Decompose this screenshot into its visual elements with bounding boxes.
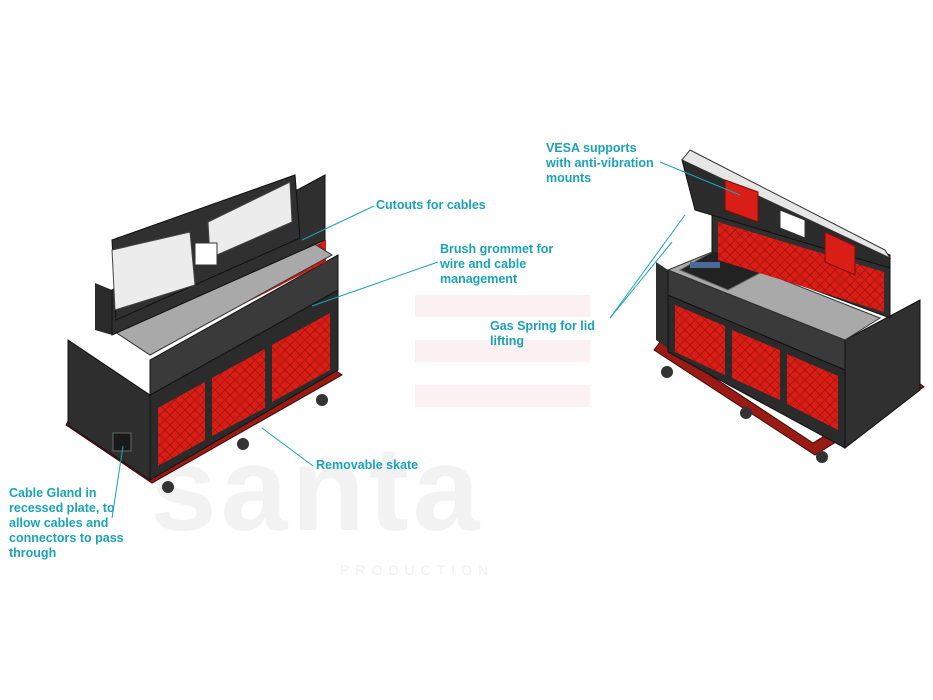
leader-gland: [111, 445, 124, 519]
callout-cutouts: Cutouts for cables: [376, 198, 486, 212]
leader-brush: [311, 261, 439, 307]
callout-vesa-supports: VESA supports with anti-vibration mounts: [546, 141, 654, 185]
leader-skate: [261, 427, 314, 467]
leader-gas: [609, 214, 686, 319]
leader-gas-2: [609, 241, 673, 319]
leader-cutouts: [301, 205, 375, 241]
callout-gas-spring: Gas Spring for lid lifting: [490, 319, 595, 348]
callout-brush-grommet: Brush grommet for wire and cable managem…: [440, 242, 554, 286]
leader-lines: [111, 161, 741, 519]
watermark-tagline: PRODUCTION: [340, 562, 494, 578]
vesa-plate-left: [724, 179, 759, 223]
left-case: [65, 174, 343, 493]
watermark-logo: [415, 295, 590, 407]
vesa-plate-right: [824, 231, 856, 276]
callout-cable-gland: Cable Gland in recessed plate, to allow …: [9, 486, 124, 560]
leader-vesa: [659, 161, 741, 196]
callout-removable-skate: Removable skate: [316, 458, 419, 472]
right-case: [653, 149, 925, 463]
